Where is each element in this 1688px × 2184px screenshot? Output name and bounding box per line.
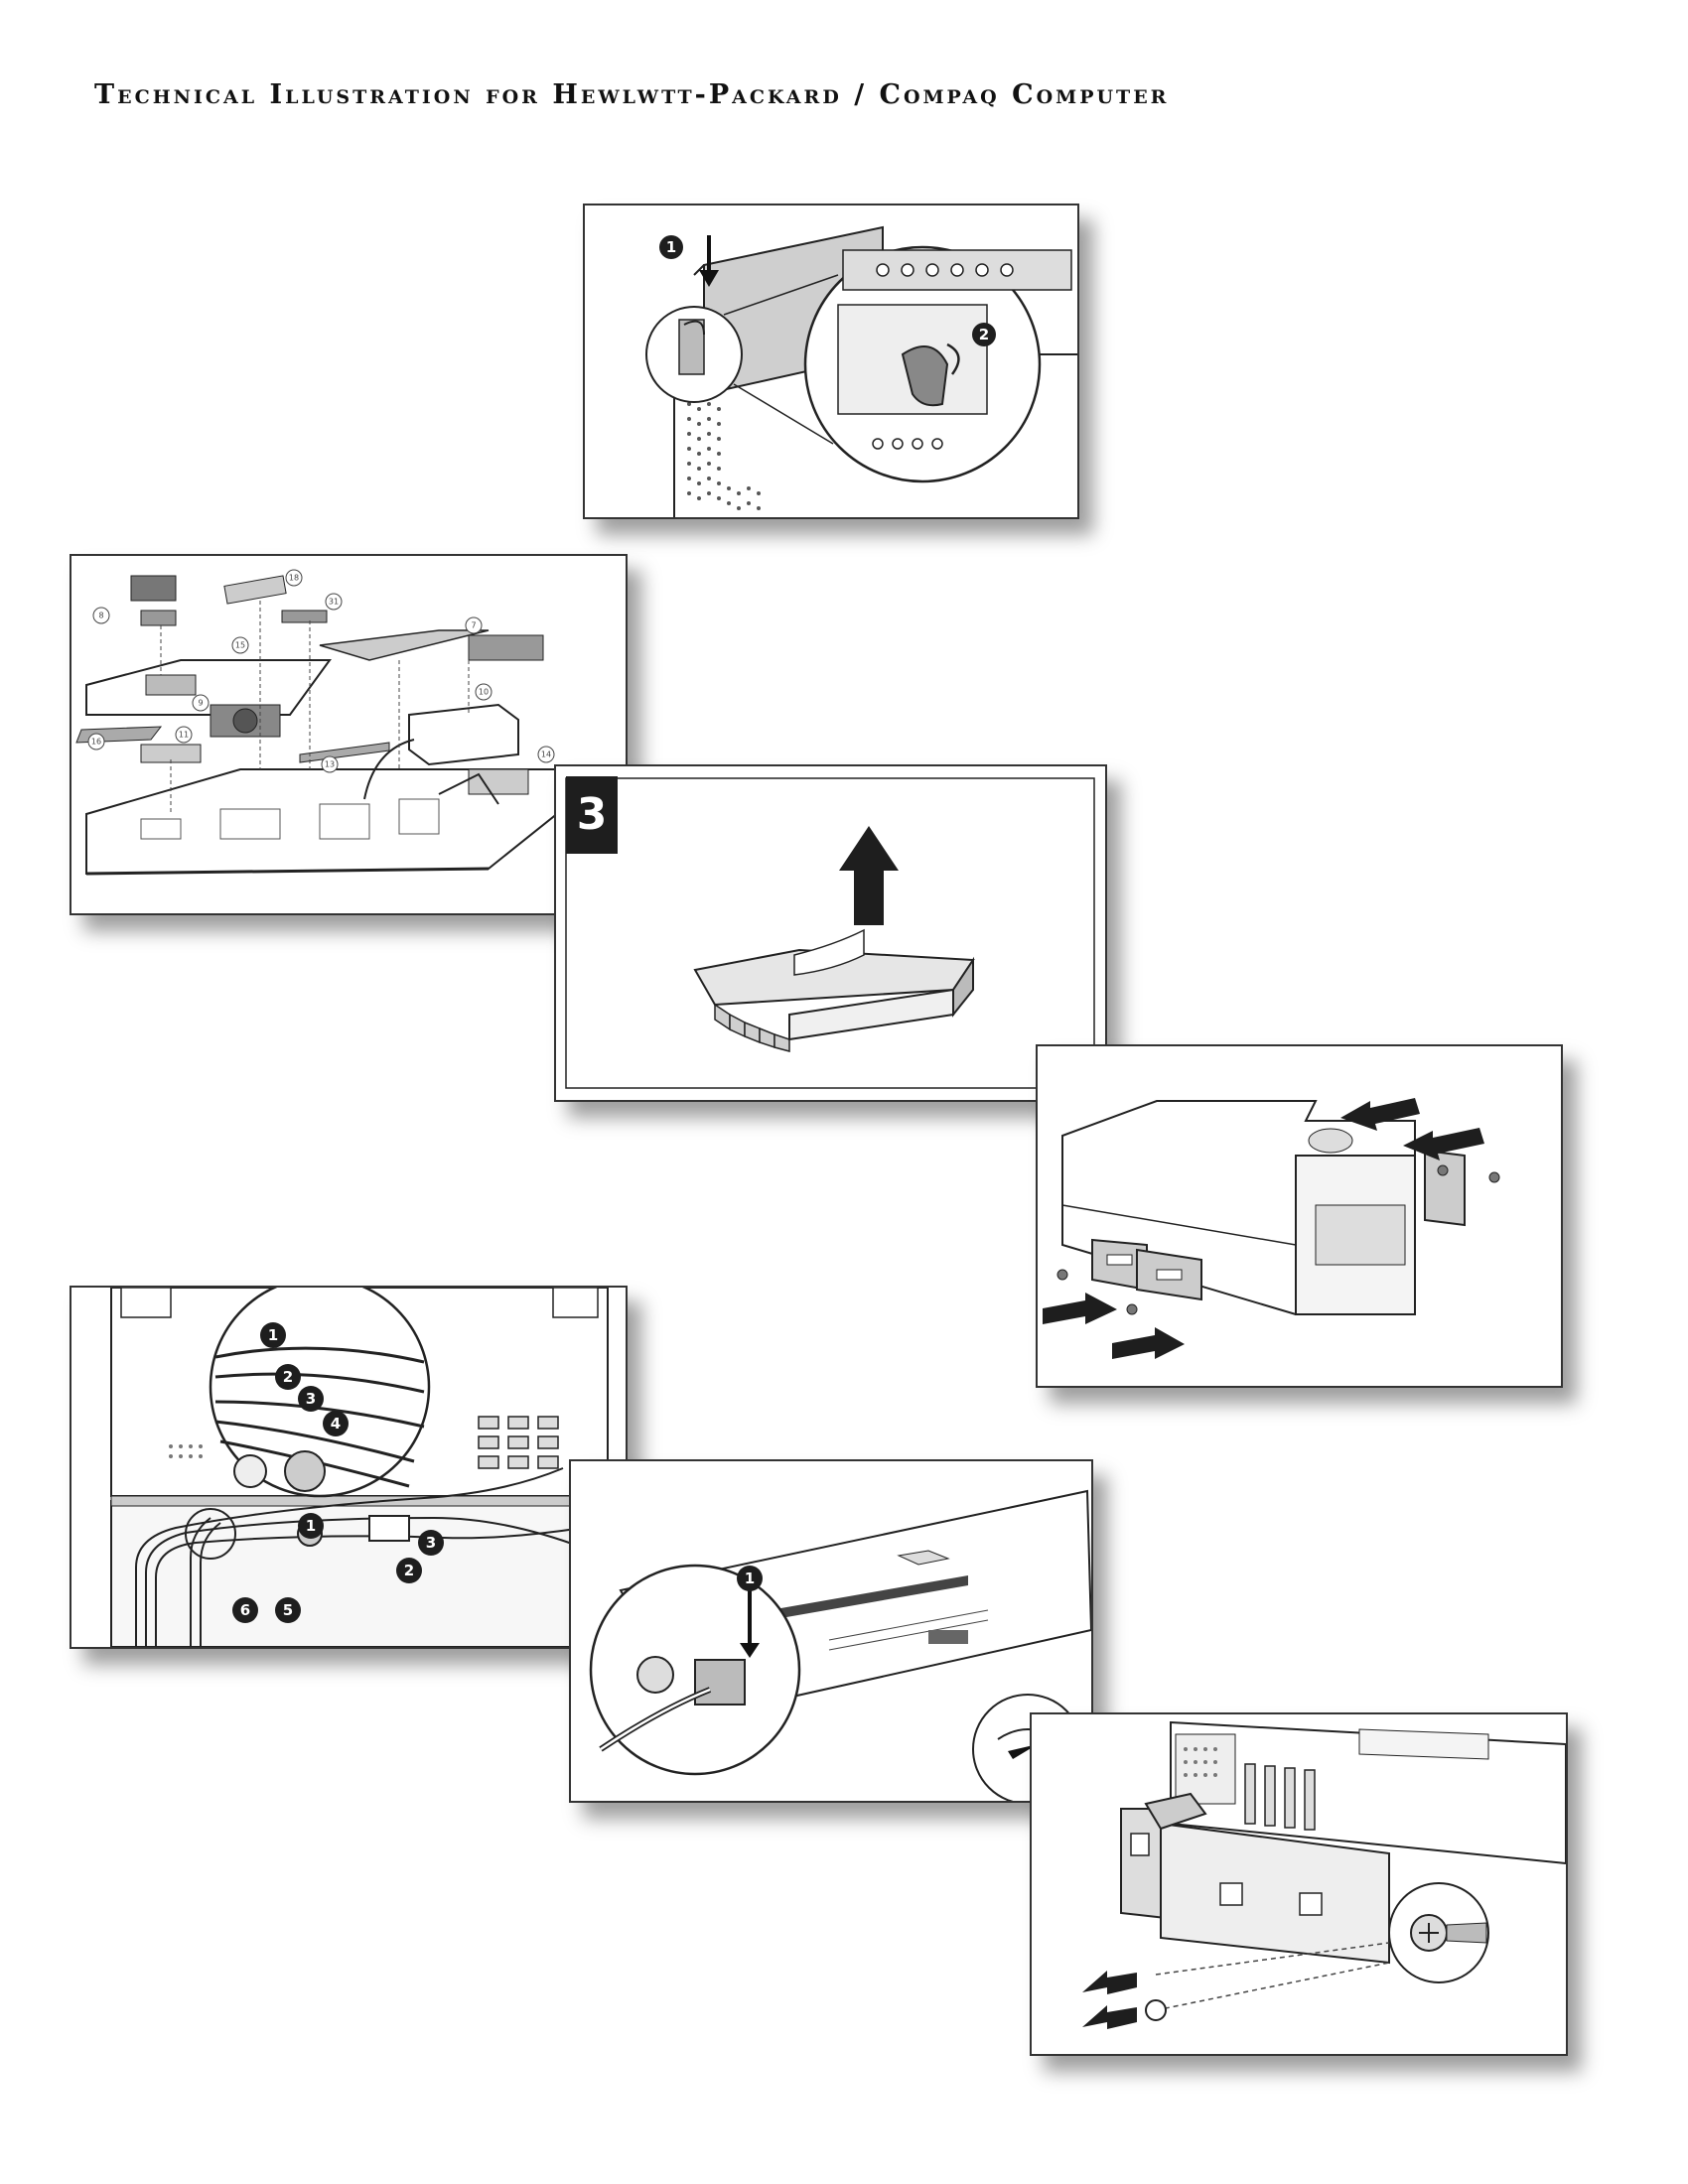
part-number-16: 16	[91, 738, 101, 747]
callout-1-badge	[737, 1566, 763, 1591]
step-number: 3	[566, 776, 618, 854]
zoom-callout-2-badge	[275, 1364, 301, 1390]
part-number-8: 8	[98, 612, 103, 620]
callout-2-badge	[972, 323, 996, 346]
exploded-view-illustration: 18 31 8 15 7 16 9 10 11 13 14	[70, 554, 628, 915]
part-number-13: 13	[325, 760, 335, 769]
page-title: Technical Illustration for Hewlwtt-Packa…	[94, 79, 1170, 110]
part-number-18: 18	[289, 574, 299, 583]
callout-1: 1	[666, 238, 676, 256]
callout-6: 6	[240, 1601, 250, 1619]
callout-2-badge	[396, 1558, 422, 1583]
callout-2: 2	[979, 326, 989, 343]
callout-3-badge	[418, 1530, 444, 1556]
part-number-15: 15	[235, 641, 245, 650]
part-number-10: 10	[479, 688, 489, 697]
part-number-9: 9	[198, 699, 203, 708]
callout-5: 5	[283, 1601, 293, 1619]
callout-1: 1	[745, 1570, 755, 1587]
pci-card-illustration: 1 2	[583, 204, 1079, 519]
callout-3: 3	[426, 1534, 436, 1552]
callout-2: 2	[404, 1562, 414, 1579]
callout-1-badge	[659, 235, 683, 259]
zoom-callout-1: 1	[268, 1326, 278, 1344]
callout-1-badge	[298, 1513, 324, 1539]
zoom-callout-3-badge	[298, 1386, 324, 1412]
tape-drive-drawing	[1043, 1098, 1500, 1359]
zoom-callout-1-badge	[260, 1322, 286, 1348]
part-number-7: 7	[471, 621, 476, 630]
part-number-31: 31	[329, 598, 339, 607]
part-number-11: 11	[179, 731, 189, 740]
callout-5-badge	[275, 1597, 301, 1623]
pci-card-drawing: 1 2	[645, 225, 1077, 517]
cable-routing-illustration: 1 2 3 4 1 3 2 6 5	[70, 1286, 628, 1649]
cable-routing-drawing: 1 2 3 4 1 3 2 6 5	[110, 1288, 609, 1647]
zoom-callout-4: 4	[331, 1415, 341, 1433]
callout-6-badge	[232, 1597, 258, 1623]
tape-drive-illustration	[1036, 1044, 1563, 1388]
zoom-callout-3: 3	[306, 1390, 316, 1408]
heatsink-step-illustration: 3	[554, 764, 1107, 1102]
rack-bracket-illustration	[1030, 1712, 1568, 2056]
rack-bracket-drawing	[1082, 1720, 1566, 2029]
callout-1: 1	[306, 1517, 316, 1535]
exploded-view-drawing: 18 31 8 15 7 16 9 10 11 13 14	[75, 569, 616, 876]
network-cable-drawing: 1 2	[589, 1489, 1091, 1801]
network-cable-illustration: 1 2	[569, 1459, 1093, 1803]
heatsink-drawing	[565, 777, 1095, 1089]
zoom-callout-2: 2	[283, 1368, 293, 1386]
zoom-callout-4-badge	[323, 1411, 349, 1436]
part-number-14: 14	[541, 751, 551, 759]
